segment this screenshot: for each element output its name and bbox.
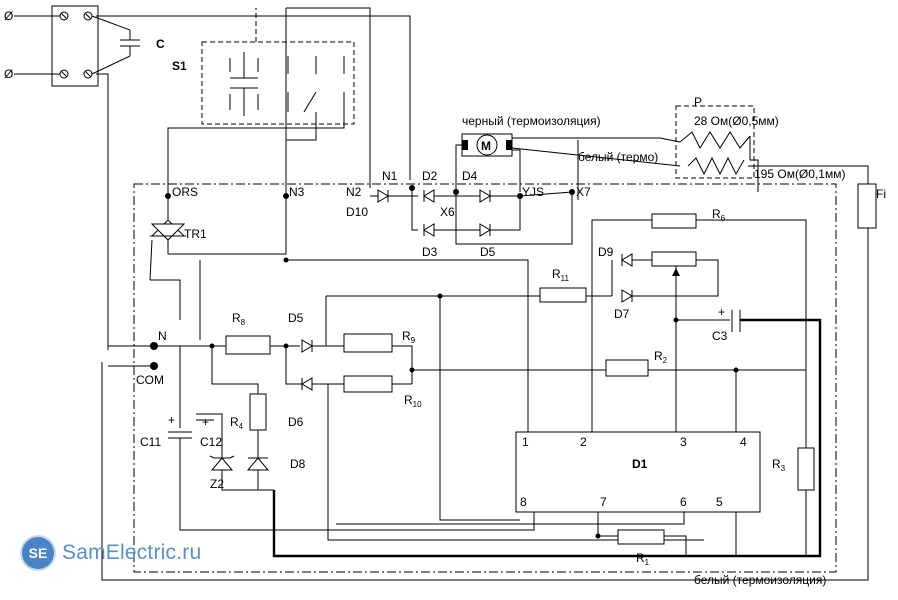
mains-terminal-block — [14, 5, 99, 87]
heater-p — [675, 105, 755, 179]
label-d2: D2 — [422, 169, 438, 183]
label-white-thermo: белый (термо) — [578, 150, 658, 164]
logo-text: SamElectric.ru — [62, 541, 202, 564]
pin-2: 2 — [580, 435, 587, 449]
label-com: COM — [136, 373, 164, 387]
label-d6: D6 — [288, 415, 304, 429]
motor-m — [461, 133, 513, 157]
label-d3: D3 — [422, 245, 438, 259]
resistor-r10 — [343, 375, 393, 393]
label-x6: X6 — [440, 205, 455, 219]
label-c12: C12 — [200, 435, 222, 449]
diode-d7 — [621, 289, 633, 303]
pin-4: 4 — [740, 435, 747, 449]
label-p: P — [694, 95, 702, 109]
samelectric-logo: SE SamElectric.ru — [22, 536, 201, 570]
logo-mark: SE — [22, 537, 54, 569]
label-d9: D9 — [598, 245, 614, 259]
label-r9: R9 — [402, 329, 416, 345]
fuse-fi — [857, 183, 877, 229]
resistor-r1 — [617, 529, 665, 545]
label-d7: D7 — [614, 307, 630, 321]
board-boundary — [133, 183, 837, 573]
diode-d6 — [301, 377, 313, 391]
pin-6: 6 — [680, 495, 687, 509]
neutral-wire — [96, 73, 109, 350]
label-s1: S1 — [172, 59, 187, 73]
label-r-28: 28 Ом(Ø0,5мм) — [694, 114, 779, 128]
label-ors: ORS — [172, 185, 198, 199]
resistor-r2 — [605, 359, 649, 377]
label-c3-plus: + — [718, 305, 725, 319]
label-x7: X7 — [576, 185, 591, 199]
resistor-r6 — [651, 213, 697, 229]
resistor-r9 — [343, 333, 393, 353]
label-c11: C11 — [140, 435, 161, 449]
label-r-195: 195 Ом(Ø0,1мм) — [754, 167, 845, 181]
triac-tr1 — [149, 219, 186, 281]
label-tr1: TR1 — [184, 227, 207, 241]
label-r4: R4 — [230, 415, 244, 431]
label-c12-plus: + — [202, 415, 209, 429]
diode-d5 — [301, 339, 313, 353]
pin-3: 3 — [680, 435, 687, 449]
label-r8: R8 — [232, 311, 246, 327]
label-c11-plus: + — [168, 413, 175, 427]
capacitor-c11 — [168, 431, 192, 439]
label-yjs: YJS — [522, 185, 544, 199]
pin-8: 8 — [520, 495, 527, 509]
ic-d1 — [515, 431, 761, 513]
resistor-r3 — [797, 447, 815, 491]
label-c: C — [156, 37, 165, 51]
mains-terminal-symbol-2: Ø — [4, 67, 13, 81]
label-r6: R6 — [712, 207, 726, 223]
label-d8: D8 — [290, 457, 306, 471]
label-r3: R3 — [772, 457, 786, 473]
label-r2: R2 — [654, 349, 668, 365]
label-n: N — [158, 329, 167, 343]
resistor-r11 — [539, 287, 587, 303]
zener-z2 — [209, 455, 235, 471]
capacitor-c3 — [676, 310, 741, 332]
mains-terminal-symbol-1: Ø — [4, 9, 13, 23]
label-c3: C3 — [712, 329, 728, 343]
diode-d9 — [621, 253, 633, 267]
switch-s1 — [201, 8, 355, 125]
label-r10: R10 — [404, 393, 422, 409]
label-n2: N2 — [346, 185, 362, 199]
potentiometer — [651, 251, 697, 267]
label-n3: N3 — [289, 185, 305, 199]
pin-7: 7 — [600, 495, 607, 509]
label-d1: D1 — [632, 457, 648, 471]
label-d5: D5 — [288, 311, 304, 325]
label-d10: D10 — [346, 205, 368, 219]
resistor-r8 — [225, 335, 271, 355]
label-fi: Fi — [876, 187, 886, 201]
label-z2: Z2 — [210, 477, 224, 491]
label-r11: R11 — [552, 267, 570, 283]
capacitor-c — [91, 15, 140, 75]
label-white-insul: белый (термоизоляция) — [694, 573, 826, 587]
pin-5: 5 — [716, 495, 723, 509]
label-m: M — [481, 139, 491, 153]
diode-d8 — [246, 457, 270, 471]
label-d4: D4 — [462, 169, 478, 183]
label-r1: R1 — [636, 551, 650, 567]
diode-bridge — [370, 188, 573, 245]
label-black-wire: черный (термоизоляция) — [462, 114, 601, 128]
label-d5-top: D5 — [480, 245, 496, 259]
label-n1: N1 — [382, 169, 398, 183]
resistor-r4 — [249, 393, 267, 431]
pin-1: 1 — [522, 435, 529, 449]
